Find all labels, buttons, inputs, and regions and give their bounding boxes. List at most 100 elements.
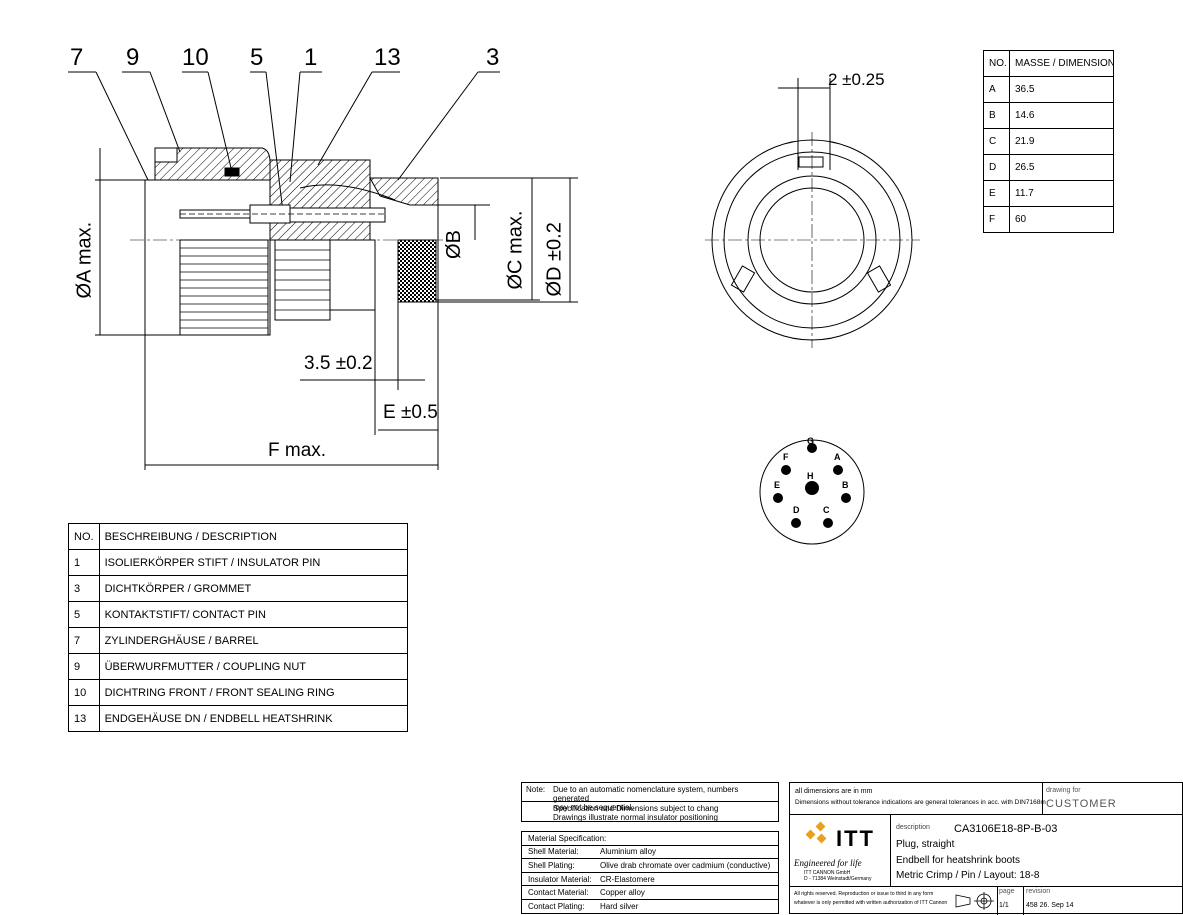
note-line-1: Due to an automatic nomenclature system,…: [553, 785, 739, 803]
page-cell: page 1/1: [997, 886, 1024, 915]
material-value: Hard silver: [600, 901, 639, 911]
table-cell: E: [983, 180, 1010, 207]
dim-f-label: F max.: [268, 440, 327, 461]
pin-label-e: E: [774, 480, 781, 490]
tagline: Engineered for life: [794, 858, 862, 868]
material-key: Insulator Material:: [528, 874, 592, 884]
logo-text: ITT: [836, 826, 875, 851]
dim-step-label: 3.5 ±0.2: [304, 353, 373, 374]
description-cell: description CA3106E18-8P-B-03 Plug, stra…: [890, 814, 1183, 887]
page-label: page: [999, 888, 1015, 895]
projection-symbol-icon: [955, 892, 994, 910]
pin-label-b: B: [842, 480, 849, 490]
column-header: NO.: [983, 50, 1010, 77]
table-cell: 26.5: [1009, 154, 1114, 181]
material-row: Shell Material: Aluminium alloy: [522, 844, 778, 859]
table-cell: 5: [68, 601, 100, 628]
logo-cell: ITT Engineered for life ITT CANNON GmbH …: [790, 814, 891, 887]
note-line-2: may not be sequential.: [553, 803, 634, 812]
table-cell: DICHTRING FRONT / FRONT SEALING RING: [98, 679, 409, 706]
notes-label: Note:: [526, 785, 546, 794]
pin-label-h: H: [807, 471, 814, 481]
table-cell: 9: [68, 653, 100, 680]
table-cell: 1: [68, 549, 100, 576]
dim-c-label: ØC max.: [504, 210, 527, 290]
pin-label-a: A: [834, 452, 841, 462]
dims-unit-note: all dimensions are in mm: [795, 788, 873, 795]
description-line-1: Plug, straight: [896, 839, 955, 850]
notes-box: Note: Due to an automatic nomenclature s…: [521, 782, 779, 822]
pin-label-f: F: [783, 452, 789, 462]
material-key: Shell Plating:: [528, 860, 575, 870]
table-cell: D: [983, 154, 1010, 181]
material-key: Shell Material:: [528, 847, 579, 857]
material-key: Contact Plating:: [528, 901, 585, 911]
material-row: Insulator Material: CR-Elastomere: [522, 871, 778, 886]
table-cell: 13: [68, 705, 100, 732]
material-row: Contact Material:Copper alloy: [522, 885, 778, 899]
table-cell: B: [983, 102, 1010, 129]
material-title: Material Specification:: [528, 833, 607, 843]
table-cell: F: [983, 206, 1010, 233]
page-value: 1/1: [999, 902, 1009, 909]
table-cell: 10: [68, 679, 100, 706]
title-block: all dimensions are in mm Dimensions with…: [789, 782, 1183, 915]
callout-1: 1: [304, 44, 318, 71]
material-value: CR-Elastomere: [600, 874, 655, 884]
dim-e-label: E ±0.5: [383, 402, 438, 423]
table-cell: A: [983, 76, 1010, 103]
tolerance-cell: all dimensions are in mm Dimensions with…: [790, 783, 1046, 815]
table-cell: 60: [1009, 206, 1114, 233]
dim-d-label: ØD ±0.2: [543, 222, 566, 297]
dim-a-label: ØA max.: [73, 221, 96, 299]
column-header: MASSE / DIMENSION: [1009, 50, 1114, 77]
dim-b-label: ØB: [442, 230, 465, 259]
table-cell: 11.7: [1009, 180, 1114, 207]
callout-9: 9: [126, 44, 140, 71]
material-row: Shell Plating: Olive drab chromate over c…: [522, 858, 778, 872]
pin-label-d: D: [793, 505, 800, 515]
drawing-for-cell: drawing for CUSTOMER: [1042, 783, 1182, 815]
table-cell: 14.6: [1009, 102, 1114, 129]
callout-7: 7: [70, 44, 84, 71]
callout-10: 10: [182, 44, 209, 71]
part-number: CA3106E18-8P-B-03: [954, 823, 1058, 835]
rights-line-1: All rights reserved. Reproduction or iss…: [794, 891, 934, 897]
note-line-4: Drawings illustrate normal insulator pos…: [553, 813, 718, 822]
table-cell: ISOLIERKÖRPER STIFT / INSULATOR PIN: [98, 549, 409, 576]
column-header: BESCHREIBUNG / DESCRIPTION: [98, 523, 409, 550]
table-cell: C: [983, 128, 1010, 155]
table-cell: ÜBERWURFMUTTER / COUPLING NUT: [98, 653, 409, 680]
table-cell: KONTAKTSTIFT/ CONTACT PIN: [98, 601, 409, 628]
pin-layout-diagram: [759, 439, 865, 545]
company-line-2: D - 71384 Weinstadt/Germany: [804, 876, 872, 882]
column-header: NO.: [68, 523, 100, 550]
table-cell: ENDGEHÄUSE DN / ENDBELL HEATSHRINK: [98, 705, 409, 732]
itt-logo-icon: [805, 821, 827, 844]
table-header-row: NO. BESCHREIBUNG / DESCRIPTION: [68, 523, 409, 550]
material-value: Aluminium alloy: [600, 847, 657, 857]
material-value: Olive drab chromate over cadmium (conduc…: [600, 860, 771, 870]
front-view-drawing: [705, 78, 920, 348]
callout-3: 3: [486, 44, 500, 71]
table-cell: 7: [68, 627, 100, 654]
drawing-for-label: drawing for: [1046, 787, 1081, 794]
key-width-label: 2 ±0.25: [828, 70, 885, 89]
side-view-drawing: [68, 71, 578, 470]
tolerance-note: Dimensions without tolerance indications…: [795, 799, 1046, 806]
rights-cell: All rights reserved. Reproduction or iss…: [790, 886, 998, 915]
table-cell: 36.5: [1009, 76, 1114, 103]
table-cell: DICHTKÖRPER / GROMMET: [98, 575, 409, 602]
